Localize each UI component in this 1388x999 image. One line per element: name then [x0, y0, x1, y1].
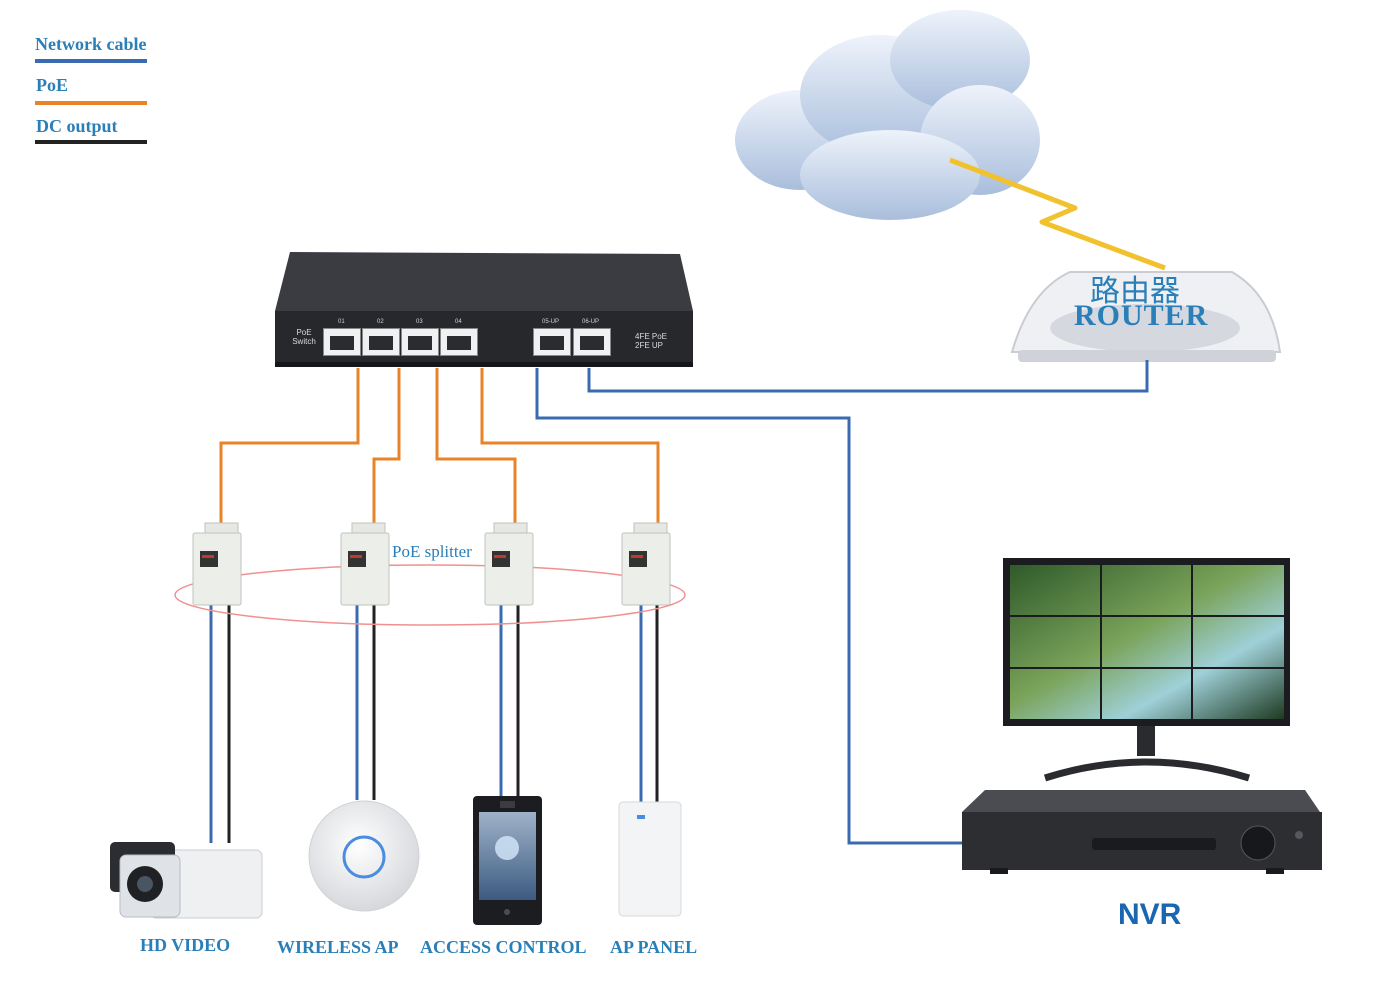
wireless-ap: [308, 800, 420, 912]
splitter-group-ring: [174, 564, 686, 626]
switch-port-3: 03: [401, 319, 439, 356]
switch-port-5: 05-UP: [533, 319, 571, 356]
network-cable-router: [587, 360, 1149, 393]
wireless-link-bolt: [949, 157, 1166, 271]
monitor: [1003, 558, 1290, 782]
nvr-recorder: [962, 790, 1322, 874]
internet-cloud: [735, 10, 1040, 220]
network-cable-nvr: [535, 368, 962, 845]
legend-dc-output-label: DC output: [36, 116, 118, 136]
hd-video-label: HD VIDEO: [140, 935, 231, 955]
poe-splitter-2: [340, 522, 390, 606]
ap-panel: [618, 801, 682, 917]
poe-cable-2: [372, 368, 401, 527]
switch-port-2: 02: [362, 319, 400, 356]
router: [1010, 271, 1282, 362]
router-label-en: ROUTER: [1074, 299, 1209, 332]
switch-port-1: 01: [323, 319, 361, 356]
switch-model-label: 4FE PoE 2FE UP: [635, 332, 668, 350]
cables: [209, 360, 1149, 845]
port-label-5: 05-UP: [542, 319, 560, 325]
switch-port-6: 06-UP: [573, 319, 611, 356]
port-label-3: 03: [416, 319, 423, 325]
poe-splitter-3: [484, 522, 534, 606]
nvr-label: NVR: [1118, 898, 1182, 931]
poe-splitter-1: [192, 522, 242, 606]
port-label-6: 06-UP: [582, 319, 600, 325]
hd-camera: [110, 842, 263, 919]
port-label-4: 04: [455, 319, 462, 325]
access-control-panel: [473, 796, 542, 925]
poe-cable-4: [480, 368, 660, 527]
switch-port-4: 04: [440, 319, 478, 356]
router-label-cn: 路由器: [1090, 274, 1180, 309]
poe-cable-3: [435, 368, 517, 527]
access-control-label: ACCESS CONTROL: [420, 937, 587, 957]
switch-side-label: PoE Switch: [292, 328, 316, 346]
legend-poe-label: PoE: [36, 75, 69, 95]
poe-splitter-4: [621, 522, 671, 606]
port-label-1: 01: [338, 319, 345, 325]
port-label-2: 02: [377, 319, 384, 325]
legend-network-cable-label: Network cable: [35, 34, 147, 54]
ap-panel-label: AP PANEL: [610, 937, 698, 957]
poe-splitter-label: PoE splitter: [392, 542, 472, 561]
switch-front-panel: PoE Switch 01 02 03 04 05-UP 06-UP 4FE P…: [283, 318, 685, 362]
poe-cable-1: [219, 368, 360, 527]
wireless-ap-label: WIRELESS AP: [277, 937, 399, 957]
